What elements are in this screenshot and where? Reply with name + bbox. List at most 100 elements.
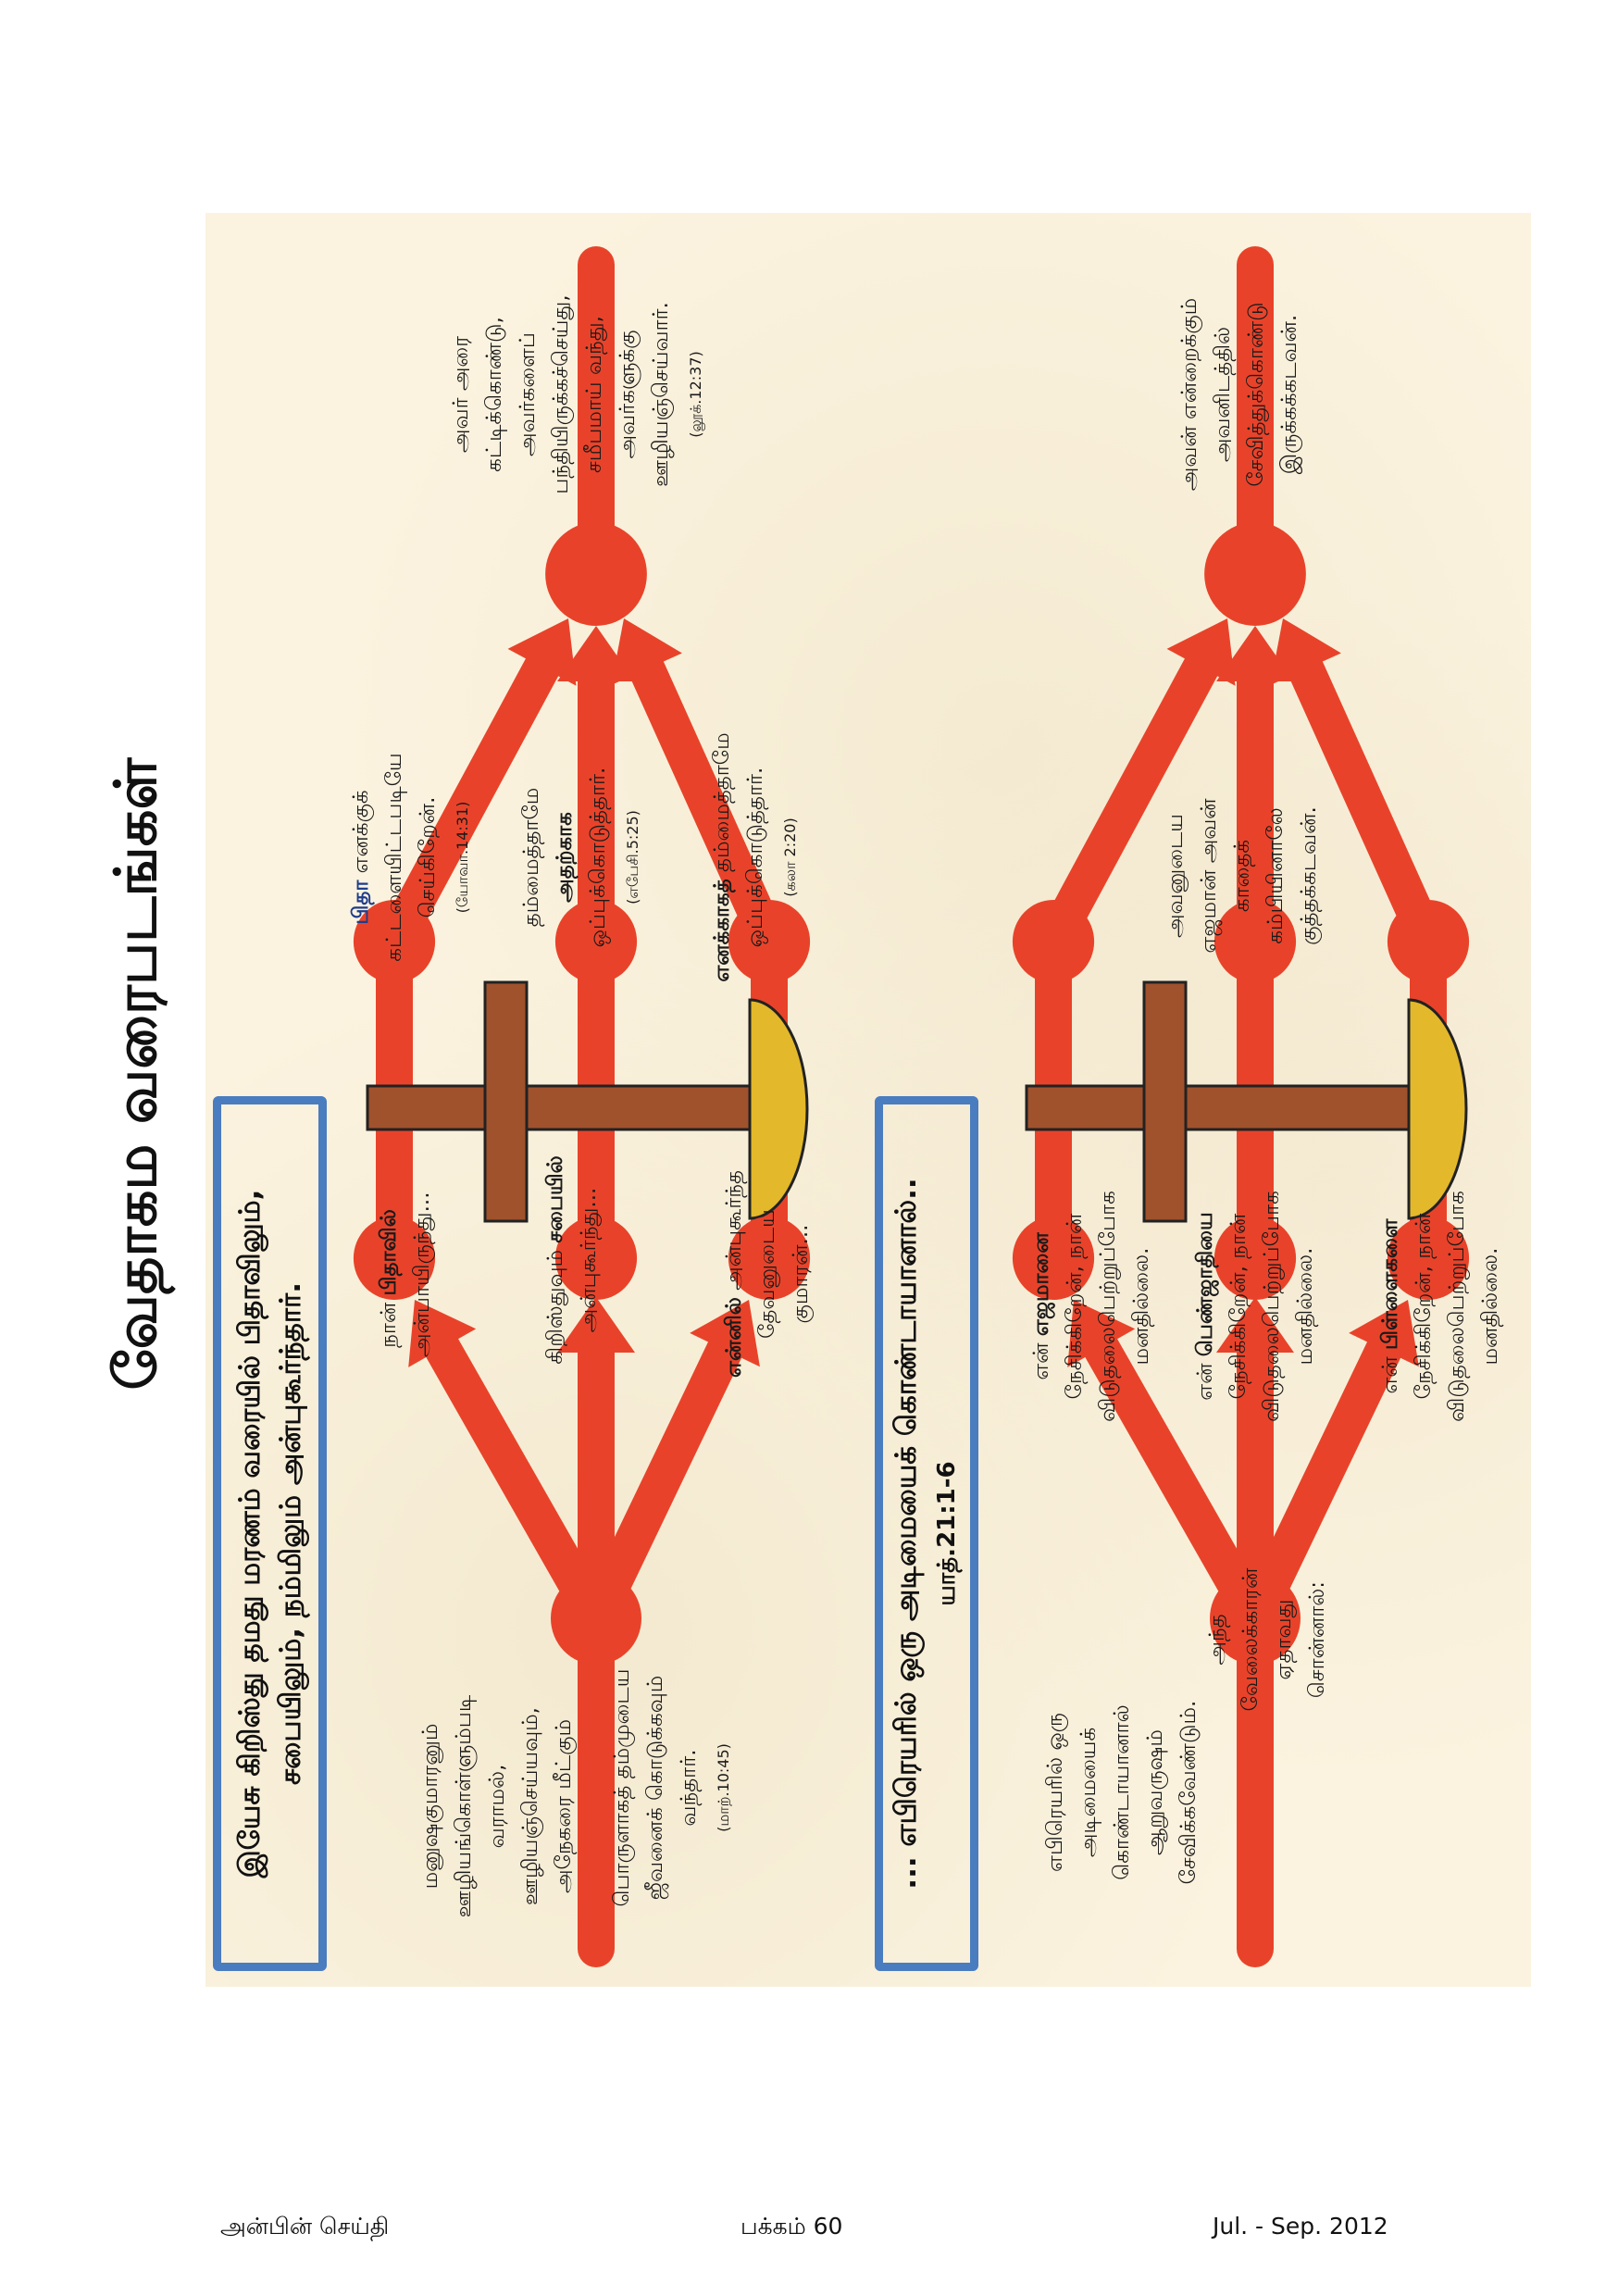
text-segment: அவர் அரை bbox=[449, 335, 473, 454]
text-segment: தம்மைத்தாமே bbox=[710, 732, 734, 880]
upper-title-line-2: சபையிலும், நம்மிலும் அன்புகூர்ந்தார். bbox=[273, 1282, 307, 1785]
text-segment: கட்டிக்கொண்டு, bbox=[482, 317, 506, 472]
text-segment: மனுஷகுமாரனும் bbox=[418, 1723, 442, 1890]
text-line: பந்தியிருக்கச்செய்து, bbox=[544, 274, 578, 515]
text-segment: நேசிக்கிறேன், நான் bbox=[1063, 1213, 1087, 1400]
text-segment: குமாரன்... bbox=[789, 1224, 813, 1324]
text-segment: மனதில்லை. bbox=[1129, 1247, 1153, 1366]
text-line: ஒப்புக்கொடுத்தார். bbox=[739, 728, 772, 987]
text-segment: அந்த bbox=[1205, 1614, 1229, 1666]
text-line: மனதில்லை. bbox=[1125, 1191, 1158, 1422]
text-segment: இருக்கக்கடவன். bbox=[1277, 314, 1301, 475]
diagram-text-u9: அவர் அரை கட்டிக்கொண்டு,அவர்களைப்பந்தியிரு… bbox=[444, 274, 713, 515]
text-line: அவன் என்றைக்கும் bbox=[1173, 265, 1206, 524]
text-segment: பிதாவில் bbox=[377, 1209, 401, 1296]
text-segment: பிதா bbox=[349, 880, 373, 925]
lower-title-box: ... எபிரெயரில் ஒரு அடிமையைக் கொண்டாயானால… bbox=[875, 1096, 978, 1971]
text-line: காதைக் bbox=[1226, 779, 1259, 973]
text-line: சேவித்துக்கொண்டு bbox=[1239, 265, 1273, 524]
upper-bowl-icon bbox=[748, 998, 809, 1220]
text-segment: அன்புகூர்ந்து... bbox=[577, 1187, 601, 1333]
text-segment: கம்பியினாலே bbox=[1263, 807, 1288, 944]
text-segment: அன்பாயிருந்து... bbox=[410, 1192, 434, 1357]
text-segment: ஆறுவருஷம் bbox=[1143, 1729, 1167, 1855]
text-segment: (கலா 2:20) bbox=[781, 817, 799, 897]
lower-arrow-top-end-shaft bbox=[1037, 656, 1219, 951]
text-segment: விடுதலைபெற்றுப்போக bbox=[1445, 1191, 1469, 1422]
text-line: கட்டளையிட்டபடியே bbox=[378, 737, 411, 978]
upper-arrow-top-end-shaft bbox=[378, 656, 560, 951]
text-line: செய்கிறேன். bbox=[411, 737, 444, 978]
text-segment: (மாற்.10:45) bbox=[715, 1743, 732, 1832]
upper-arrow-bottom-end-arrowhead-icon bbox=[611, 618, 682, 685]
text-line: (லூக்.12:37) bbox=[678, 274, 713, 515]
text-line: பிதா எனக்குக் bbox=[344, 737, 378, 978]
text-line: அதற்காக bbox=[548, 742, 581, 973]
text-line: விடுதலைபெற்றுப்போக bbox=[1440, 1191, 1474, 1422]
diagram-graphics bbox=[353, 246, 1470, 1967]
text-segment: பிள்ளைகளை bbox=[1378, 1218, 1402, 1350]
text-line: நேசிக்கிறேன், நான் bbox=[1222, 1191, 1255, 1422]
lower-node-a-1 bbox=[1214, 1217, 1297, 1300]
text-segment: என் bbox=[1193, 1356, 1217, 1401]
text-segment: ஏதாவது bbox=[1272, 1599, 1296, 1680]
text-segment: சொன்னால்: bbox=[1305, 1580, 1329, 1699]
text-line: எபிரெயரில் ஒரு bbox=[1039, 1663, 1072, 1922]
text-segment: தேவனுடைய bbox=[755, 1209, 779, 1339]
upper-node-b-2 bbox=[728, 900, 811, 983]
text-segment: கட்டளையிட்டபடியே bbox=[382, 753, 406, 962]
lower-start-node bbox=[1210, 1572, 1301, 1665]
text-line: அவர் அரை bbox=[444, 274, 478, 515]
lower-node-a-2 bbox=[1387, 1217, 1470, 1300]
text-segment: சேவிக்கவேண்டும். bbox=[1176, 1700, 1201, 1885]
text-segment: காதைக் bbox=[1230, 839, 1254, 913]
text-line: ஊழியஞ்செய்வார். bbox=[644, 274, 678, 515]
lower-arrow-middle-end-arrowhead-icon bbox=[1216, 626, 1294, 681]
lower-arrow-bottom-end-arrowhead-icon bbox=[1270, 618, 1341, 685]
text-line: ஏதாவது bbox=[1267, 1505, 1301, 1774]
text-segment: ஊழியஞ்செய்வார். bbox=[649, 302, 673, 487]
text-segment: தம்மைத்தாமே bbox=[519, 787, 543, 928]
text-line: அந்த bbox=[1201, 1505, 1234, 1774]
footer-date: Jul. - Sep. 2012 bbox=[1213, 2213, 1388, 2240]
text-segment: அவன் என்றைக்கும் bbox=[1177, 297, 1201, 492]
text-line: நான் பிதாவில் bbox=[372, 1200, 405, 1357]
lower-arrow-bottom-arrowhead-icon bbox=[1349, 1300, 1419, 1367]
upper-cross-beam bbox=[366, 1084, 752, 1131]
text-segment: கொண்டாயானால் bbox=[1110, 1704, 1134, 1880]
text-line: சொன்னால்: bbox=[1301, 1505, 1334, 1774]
text-segment: அவனிடத்தில் bbox=[1211, 326, 1235, 463]
text-line: தேவனுடைய bbox=[751, 1163, 784, 1385]
diagram-text-u3: நான் பிதாவில்அன்பாயிருந்து... bbox=[372, 1192, 439, 1357]
upper-node-a-1 bbox=[554, 1217, 638, 1300]
footer-publication: அன்பின் செய்தி bbox=[220, 2213, 390, 2240]
text-line: அநேகரை மீட்கும் bbox=[547, 1691, 580, 1922]
upper-arrow-top-shaft bbox=[425, 1337, 613, 1628]
text-line: ஊழியஞ்செய்யவும், bbox=[514, 1691, 547, 1922]
text-line: அவர்களைப் bbox=[511, 274, 544, 515]
upper-arrow-middle-arrowhead-icon bbox=[557, 1297, 635, 1353]
text-segment: ஜீவனைக் கொடுக்கவும் bbox=[643, 1675, 667, 1901]
text-segment: எஜமான் அவன் bbox=[1197, 798, 1221, 954]
text-line: வந்தார். bbox=[672, 1626, 705, 1950]
text-line: எனக்காகத் தம்மைத்தாமே bbox=[705, 728, 739, 987]
text-segment: ஒப்புக்கொடுத்தார். bbox=[586, 767, 610, 948]
text-line: வராமல், bbox=[480, 1691, 514, 1922]
text-line: குமாரன்... bbox=[784, 1163, 817, 1385]
diagram-text-l3: என் எஜமானைநேசிக்கிறேன், நான்விடுதலைபெற்ற… bbox=[1025, 1191, 1158, 1422]
lower-arrow-bottom-end-shaft bbox=[1288, 659, 1446, 950]
upper-arrow-top-arrowhead-icon bbox=[408, 1300, 477, 1367]
diagram-panel: இயேசு கிறிஸ்து தமது மரணம் வரையில் பிதாவி… bbox=[205, 213, 1531, 1987]
upper-node-a-0 bbox=[353, 1217, 436, 1300]
lower-node-b-2 bbox=[1387, 900, 1470, 983]
text-line: நேசிக்கிறேன், நான் bbox=[1407, 1191, 1440, 1422]
text-segment: விடுதலைபெற்றுப்போக bbox=[1260, 1191, 1284, 1422]
text-segment: என் bbox=[1378, 1349, 1402, 1394]
diagram-text-u4: கிறிஸ்துவும் சபையில்அன்புகூர்ந்து... bbox=[539, 1149, 605, 1371]
text-segment: எனக்காகத் bbox=[710, 879, 734, 982]
text-line: அவனுடைய bbox=[1159, 779, 1192, 973]
